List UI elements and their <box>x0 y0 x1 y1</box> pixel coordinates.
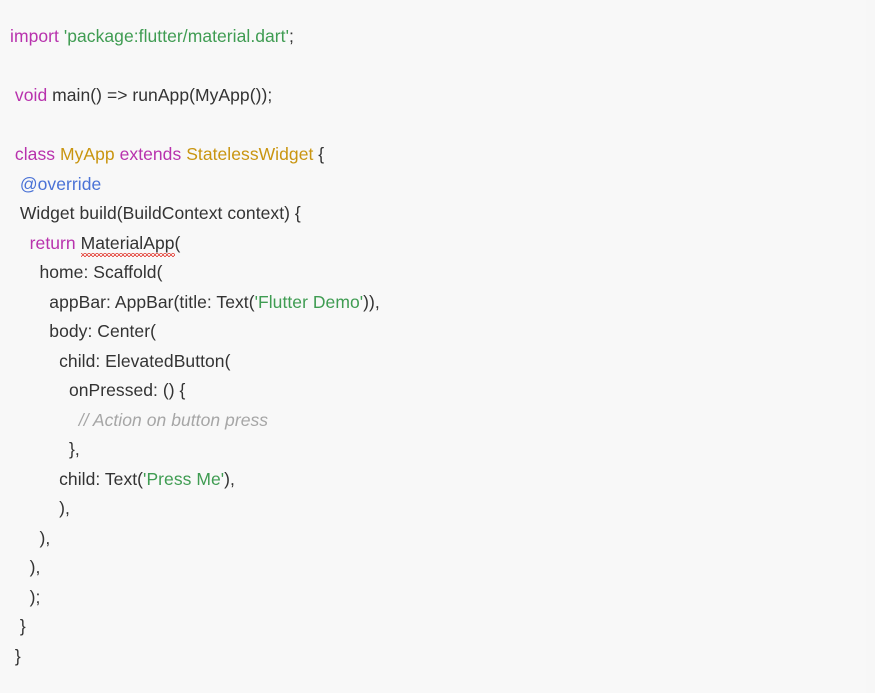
code-token-plain: child: Text( <box>10 468 144 489</box>
code-token-string: 'Press Me' <box>143 468 225 489</box>
code-token-type: StatelessWidget <box>186 144 314 164</box>
code-token-plain: main() => runApp(MyApp()); <box>47 85 273 105</box>
code-line[interactable]: appBar: AppBar(title: Text('Flutter Demo… <box>0 288 866 318</box>
code-token-comment: // Action on button press <box>78 409 269 430</box>
code-token-string: 'Flutter Demo' <box>254 291 364 312</box>
code-token-keyword: void <box>14 85 48 105</box>
code-token-plain: child: ElevatedButton( <box>10 350 231 371</box>
code-token-plain: ( <box>174 232 181 253</box>
code-token-plain: home: Scaffold( <box>10 262 163 282</box>
code-token-plain <box>10 410 79 430</box>
code-token-plain: ; <box>289 26 294 46</box>
code-line[interactable]: // Action on button press <box>0 406 866 436</box>
code-line[interactable]: home: Scaffold( <box>0 258 866 288</box>
code-token-type: MyApp <box>59 144 115 164</box>
code-token-plain: body: Center( <box>10 321 156 341</box>
code-line[interactable]: child: Text('Press Me'), <box>0 465 866 495</box>
code-token-plain: ), <box>224 468 235 489</box>
code-token-keyword: class <box>14 144 56 164</box>
code-line[interactable]: ); <box>0 583 866 613</box>
code-line[interactable]: return MaterialApp( <box>0 229 866 259</box>
code-line[interactable]: }, <box>0 435 866 465</box>
code-token-plain <box>10 233 30 253</box>
code-line[interactable] <box>0 111 866 141</box>
code-line[interactable]: Widget build(BuildContext context) { <box>0 199 866 229</box>
code-line[interactable]: ), <box>0 524 866 554</box>
code-token-plain: Widget build(BuildContext context) { <box>10 203 301 223</box>
code-token-plain: ), <box>10 557 41 577</box>
code-token-plain: } <box>10 616 26 636</box>
code-line[interactable]: ), <box>0 494 866 524</box>
code-line[interactable]: import 'package:flutter/material.dart'; <box>0 22 866 52</box>
code-line[interactable]: } <box>0 642 866 672</box>
code-token-string: 'package:flutter/material.dart' <box>63 26 289 46</box>
code-line[interactable]: body: Center( <box>0 317 866 347</box>
code-line[interactable]: child: ElevatedButton( <box>0 347 866 377</box>
code-token-plain: }, <box>10 439 80 459</box>
code-token-plain: ), <box>10 498 70 518</box>
code-token-plain: } <box>10 645 21 666</box>
code-token-plain: onPressed: () { <box>10 380 186 400</box>
code-token-plain: )), <box>363 291 380 312</box>
code-token-plain: ); <box>10 586 41 607</box>
code-token-plain: appBar: AppBar(title: Text( <box>10 291 255 312</box>
code-line[interactable] <box>0 52 866 82</box>
code-line[interactable]: ), <box>0 553 866 583</box>
code-line[interactable]: void main() => runApp(MyApp()); <box>0 81 866 111</box>
code-line[interactable]: onPressed: () { <box>0 376 866 406</box>
code-token-keyword: extends <box>119 144 182 164</box>
code-line[interactable]: } <box>0 612 866 642</box>
code-line[interactable]: @override <box>0 170 866 200</box>
code-token-plain: ), <box>10 527 51 548</box>
code-lines-container[interactable]: import 'package:flutter/material.dart'; … <box>0 22 866 671</box>
code-token-keyword: import <box>10 26 59 46</box>
code-token-annotation: @override <box>19 173 102 194</box>
code-token-plain <box>10 174 20 194</box>
code-line[interactable]: class MyApp extends StatelessWidget { <box>0 140 866 170</box>
editor-right-gutter <box>866 0 875 693</box>
code-token-plain: MaterialApp <box>80 229 175 259</box>
code-token-plain: { <box>313 144 325 164</box>
code-token-keyword: return <box>29 232 76 253</box>
